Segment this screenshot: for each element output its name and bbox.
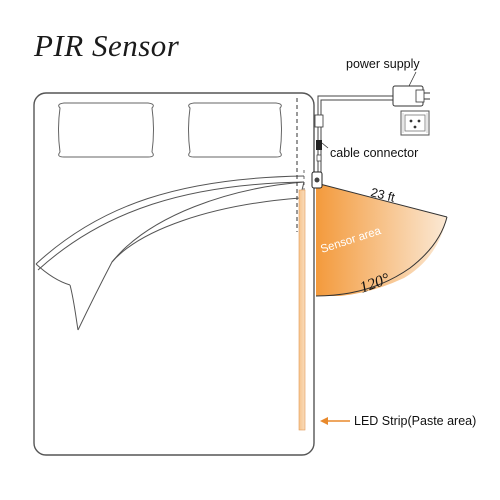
pillow-right [188,102,282,158]
power-supply-leader [408,71,417,87]
angle-arc [315,216,448,297]
power-adapter-icon [392,85,430,107]
diagram-title: PIR Sensor [34,28,180,63]
sensor-area-wedge [316,183,447,296]
wall-socket-icon [400,110,430,136]
pir-sensor-icon [311,171,323,189]
power-supply-label: power supply [346,57,420,71]
cable-connector-leader [321,142,329,149]
cable-connector-icon [314,114,324,162]
pillow-left [58,102,154,158]
led-strip-label: LED Strip(Paste area) [354,414,477,428]
led-strip [298,189,306,431]
bed-outline [33,92,315,456]
distance-label: 23 ft [369,185,396,205]
power-cable [317,95,393,178]
led-strip-arrow [320,417,350,425]
sensor-area-top-edge [315,182,448,218]
bed-sheet [35,175,305,331]
cable-connector-label: cable connector [330,146,419,160]
